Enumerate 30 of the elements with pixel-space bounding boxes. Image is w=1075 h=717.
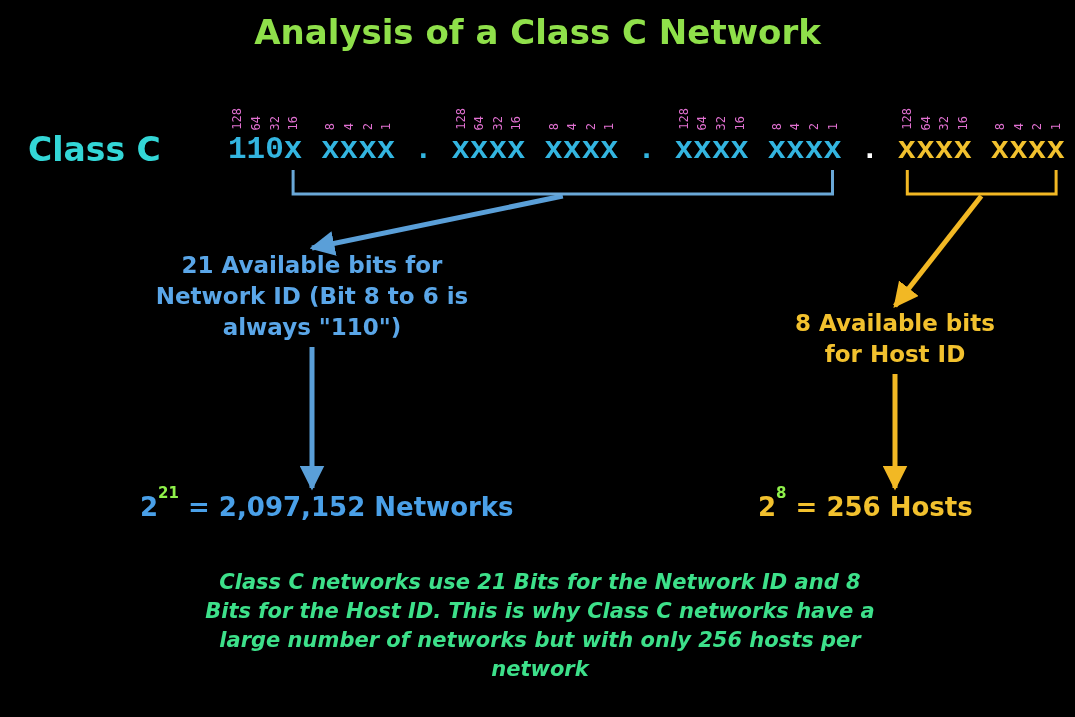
- arrow: [893, 194, 984, 308]
- bit-weight-label: 64: [919, 115, 932, 130]
- description-text: 8 Available bits for Host ID: [775, 308, 1015, 370]
- bit-weight-label: 4: [566, 122, 579, 130]
- bit-weight-label: 8: [993, 122, 1006, 130]
- bit-weight-label: 16: [287, 115, 300, 130]
- bit-weight-label: 16: [956, 115, 969, 130]
- bit-weight-label: 128: [231, 108, 244, 130]
- arrow: [309, 193, 564, 256]
- binary-bits: 110x xxxx . xxxx xxxx . xxxx xxxx: [228, 132, 842, 168]
- bit-weight-label: 2: [1031, 122, 1044, 130]
- bit-weight-label: 4: [789, 122, 802, 130]
- bit-weight-label: 64: [473, 115, 486, 130]
- octet-separator: .: [860, 132, 879, 168]
- bit-weight-label: 1: [380, 122, 393, 130]
- row-label: Class C: [28, 130, 161, 169]
- bit-weight-label: 8: [324, 122, 337, 130]
- bit-weight-label: 32: [938, 115, 951, 130]
- bit-weight-label: 1: [1049, 122, 1062, 130]
- binary-bits: xxxx xxxx: [897, 132, 1066, 168]
- bit-weight-label: 1: [603, 122, 616, 130]
- description-text: 21 Available bits for Network ID (Bit 8 to 6 is always "110"): [132, 250, 492, 343]
- arrow: [882, 374, 908, 491]
- caption: Class C networks use 21 Bits for the Network ID and 8 Bits for the Host ID. This is why Class C networks have a large number of networks but with only 256 hosts per network: [204, 569, 876, 683]
- arrow: [299, 347, 325, 491]
- bit-weight-label: 4: [1012, 122, 1025, 130]
- bit-weight-label: 16: [510, 115, 523, 130]
- bit-weight-label: 128: [900, 108, 913, 130]
- title: Analysis of a Class C Network: [253, 12, 822, 52]
- bit-weight-label: 64: [696, 115, 709, 130]
